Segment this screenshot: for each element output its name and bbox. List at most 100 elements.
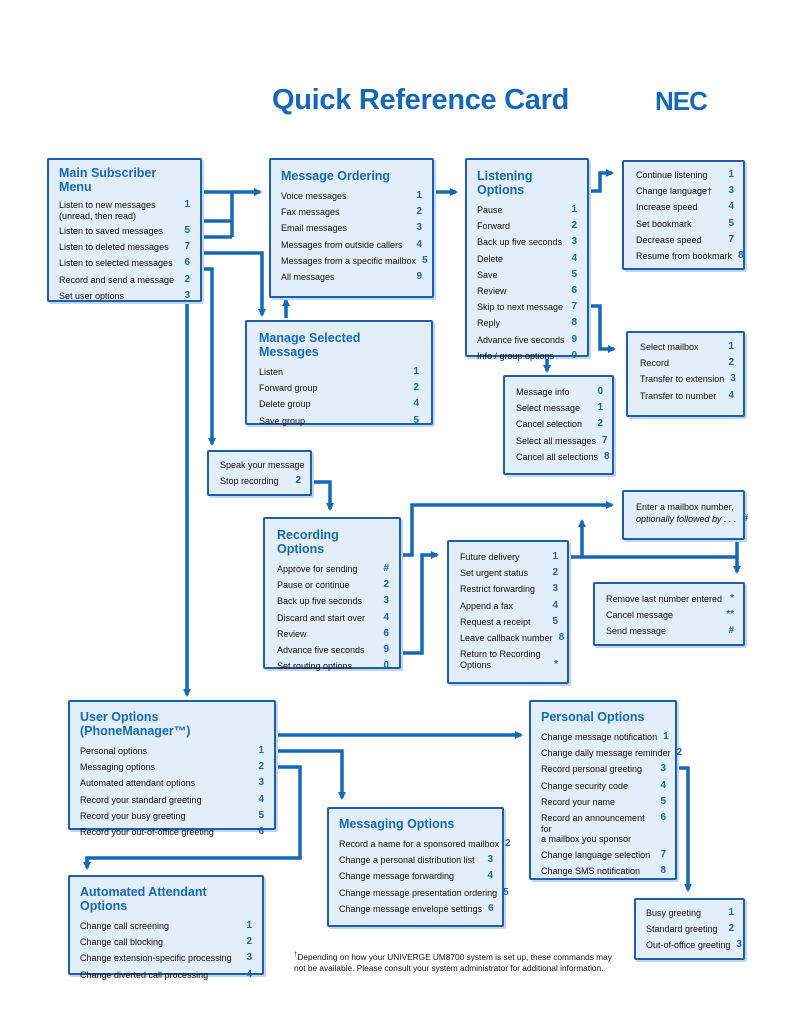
option-label: Listen to saved messages bbox=[59, 226, 164, 236]
menu-row[interactable]: Listen to new messages (unread, then rea… bbox=[59, 199, 190, 223]
menu-row[interactable]: Record an announcement for a mailbox you… bbox=[541, 810, 666, 847]
menu-row[interactable]: Return to Recording Options* bbox=[460, 646, 558, 672]
menu-row[interactable]: Send message# bbox=[606, 623, 734, 639]
option-label: Return to Recording Options bbox=[460, 649, 541, 670]
option-key: 2 bbox=[413, 382, 419, 394]
menu-row[interactable]: Cancel message** bbox=[606, 607, 734, 623]
option-label: Record your out-of-office greeting bbox=[80, 827, 214, 838]
menu-row[interactable]: Remove last number entered* bbox=[606, 591, 734, 607]
option-label: optionally followed by . . . bbox=[636, 514, 737, 524]
option-key: 1 bbox=[413, 366, 419, 377]
option-key: 3 bbox=[736, 939, 742, 951]
menu-row[interactable]: Change language†3 bbox=[636, 183, 734, 199]
option-key: 1 bbox=[728, 169, 734, 180]
mailbox-entry-line2[interactable]: optionally followed by . . .# bbox=[636, 513, 748, 525]
option-label: Review bbox=[277, 628, 307, 639]
option-key: 2 bbox=[728, 923, 734, 935]
menu-row[interactable]: Approve for sending# bbox=[277, 561, 389, 577]
option-label: Personal options bbox=[80, 746, 148, 756]
option-label: Messaging options bbox=[80, 762, 156, 773]
